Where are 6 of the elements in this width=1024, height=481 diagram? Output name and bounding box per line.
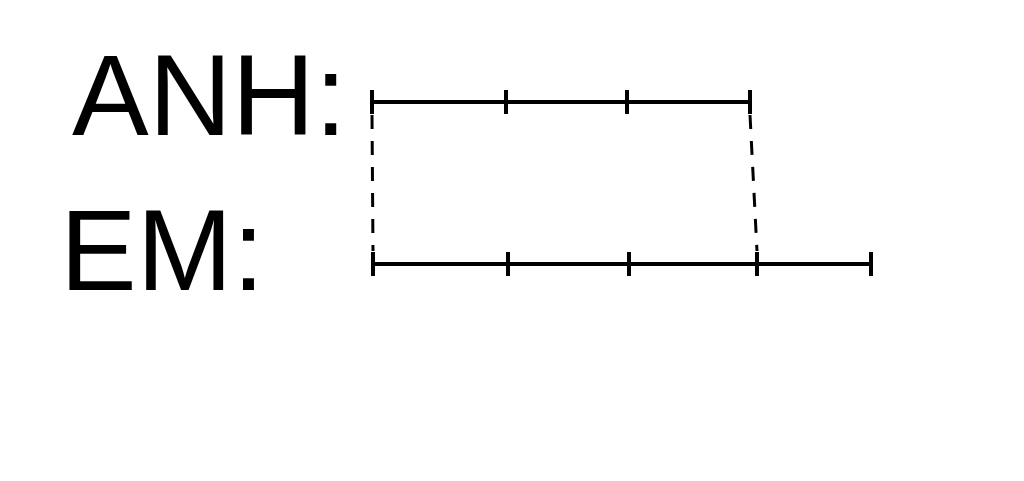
dashed-line <box>748 114 759 252</box>
row-label: ANH: <box>72 38 347 153</box>
tape-bar <box>370 251 874 277</box>
row-label: EM: <box>60 193 265 308</box>
dashed-line <box>370 115 375 251</box>
tape-bar <box>369 89 753 115</box>
